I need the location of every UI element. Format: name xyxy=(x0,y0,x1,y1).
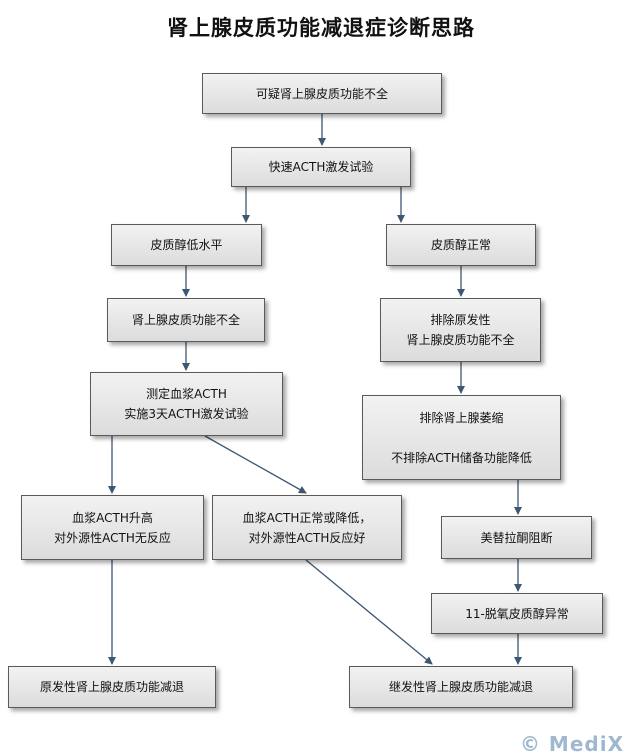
node-deoxycortisol: 11-脱氧皮质醇异常 xyxy=(431,593,603,634)
node-acth-test: 快速ACTH激发试验 xyxy=(231,147,411,187)
node-cortisol-normal: 皮质醇正常 xyxy=(386,224,536,266)
node-acth-high: 血浆ACTH升高 对外源性ACTH无反应 xyxy=(21,495,204,560)
node-exclude-atrophy: 排除肾上腺萎缩 不排除ACTH储备功能降低 xyxy=(362,395,561,480)
node-suspect: 可疑肾上腺皮质功能不全 xyxy=(202,73,442,114)
node-cortisol-low: 皮质醇低水平 xyxy=(111,224,262,266)
node-metyrapone: 美替拉酮阻断 xyxy=(441,516,592,559)
page-title: 肾上腺皮质功能减退症诊断思路 xyxy=(167,15,475,40)
node-primary: 原发性肾上腺皮质功能减退 xyxy=(8,666,216,708)
watermark-logo: © MediX xyxy=(519,732,624,756)
node-measure-acth: 测定血浆ACTH 实施3天ACTH激发试验 xyxy=(90,372,283,436)
node-exclude-primary: 排除原发性 肾上腺皮质功能不全 xyxy=(380,298,541,362)
node-adrenal-insufficiency: 肾上腺皮质功能不全 xyxy=(107,298,265,342)
node-acth-normal-low: 血浆ACTH正常或降低， 对外源性ACTH反应好 xyxy=(212,495,402,560)
node-secondary: 继发性肾上腺皮质功能减退 xyxy=(349,666,573,708)
arrow-normal-low-to-secondary xyxy=(305,559,433,665)
arrow-measure-to-normal-low xyxy=(204,435,307,494)
